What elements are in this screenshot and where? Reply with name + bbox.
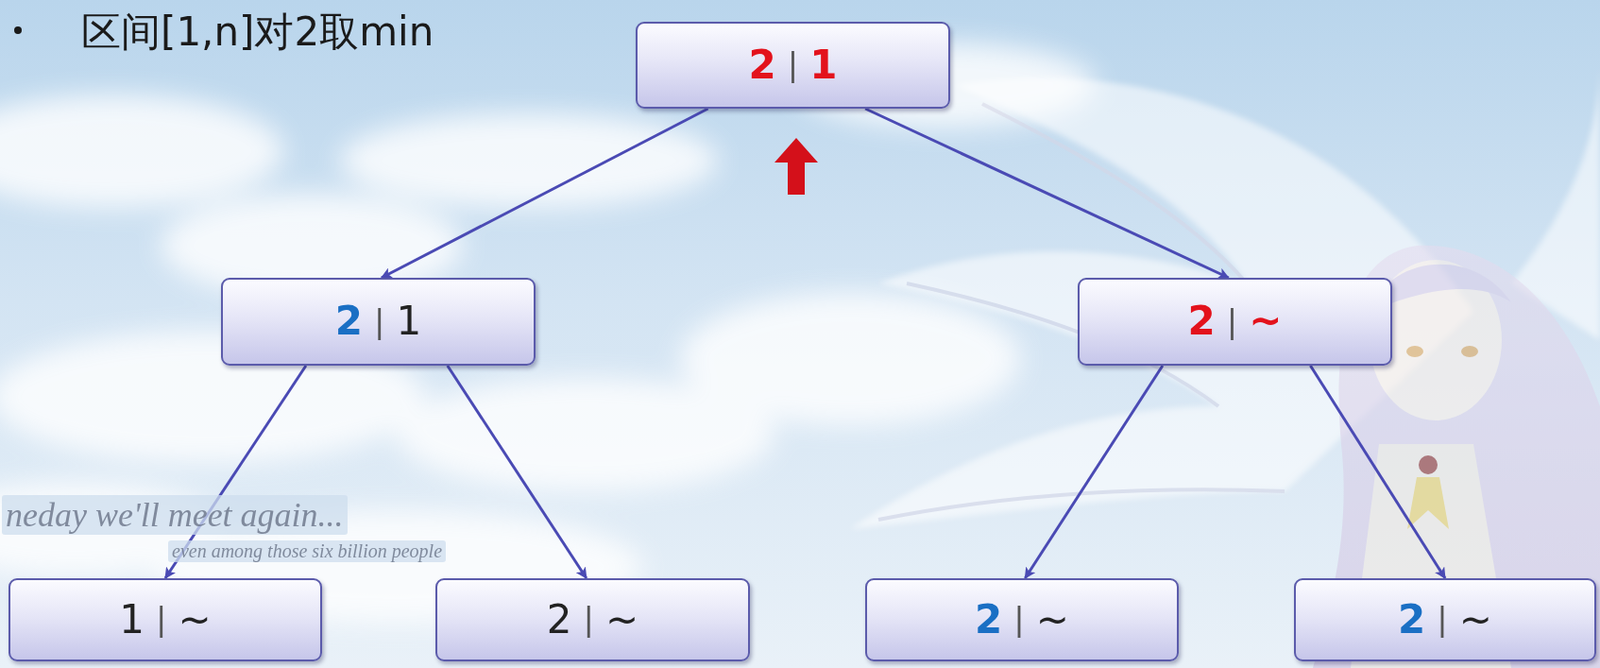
- separator: |: [583, 601, 595, 637]
- node-value: 1: [395, 299, 422, 343]
- tree-node-box: 2 | ~: [1077, 277, 1393, 366]
- watermark-text: even among those six billion people: [168, 540, 446, 562]
- node-value: 2: [974, 597, 1003, 642]
- node-value: ~: [1248, 299, 1282, 343]
- tree-node-box: 2 | ~: [435, 578, 750, 662]
- node-value: ~: [605, 597, 639, 642]
- node-value: 2: [1188, 299, 1216, 343]
- tree-node-box: 2 | 1: [221, 277, 536, 366]
- tree-edge-arrow: [447, 365, 587, 579]
- tree-edge-arrow: [1310, 365, 1446, 579]
- tree-node-box: 2 | 1: [635, 21, 951, 109]
- separator: |: [787, 47, 799, 83]
- node-value: 2: [546, 597, 573, 642]
- node-value: ~: [1036, 597, 1070, 642]
- watermark-text: neday we'll meet again...: [1, 494, 348, 535]
- node-value: 1: [809, 43, 837, 87]
- separator: |: [155, 601, 167, 637]
- node-value: 2: [335, 299, 363, 343]
- bullet: [14, 26, 22, 35]
- node-value: 2: [748, 43, 777, 87]
- separator: |: [374, 304, 385, 340]
- node-value: ~: [178, 597, 212, 642]
- slide-title: 区间[1,n]对2取min: [81, 5, 434, 59]
- tree-edge-arrow: [381, 108, 709, 278]
- tree-edge-arrow: [1024, 365, 1163, 579]
- pointer-arrow: [774, 137, 818, 195]
- tree-node-box: 1 | ~: [8, 578, 323, 662]
- node-value: 2: [1397, 597, 1426, 642]
- tree-node-box: 2 | ~: [865, 578, 1179, 662]
- tree-node-box: 2 | ~: [1293, 578, 1597, 662]
- separator: |: [1013, 601, 1024, 637]
- node-value: 1: [119, 597, 145, 642]
- separator: |: [1436, 601, 1447, 637]
- cloud: [0, 42, 1096, 624]
- separator: |: [1226, 304, 1238, 340]
- tree-edge-arrow: [865, 108, 1229, 278]
- node-value: ~: [1459, 597, 1493, 642]
